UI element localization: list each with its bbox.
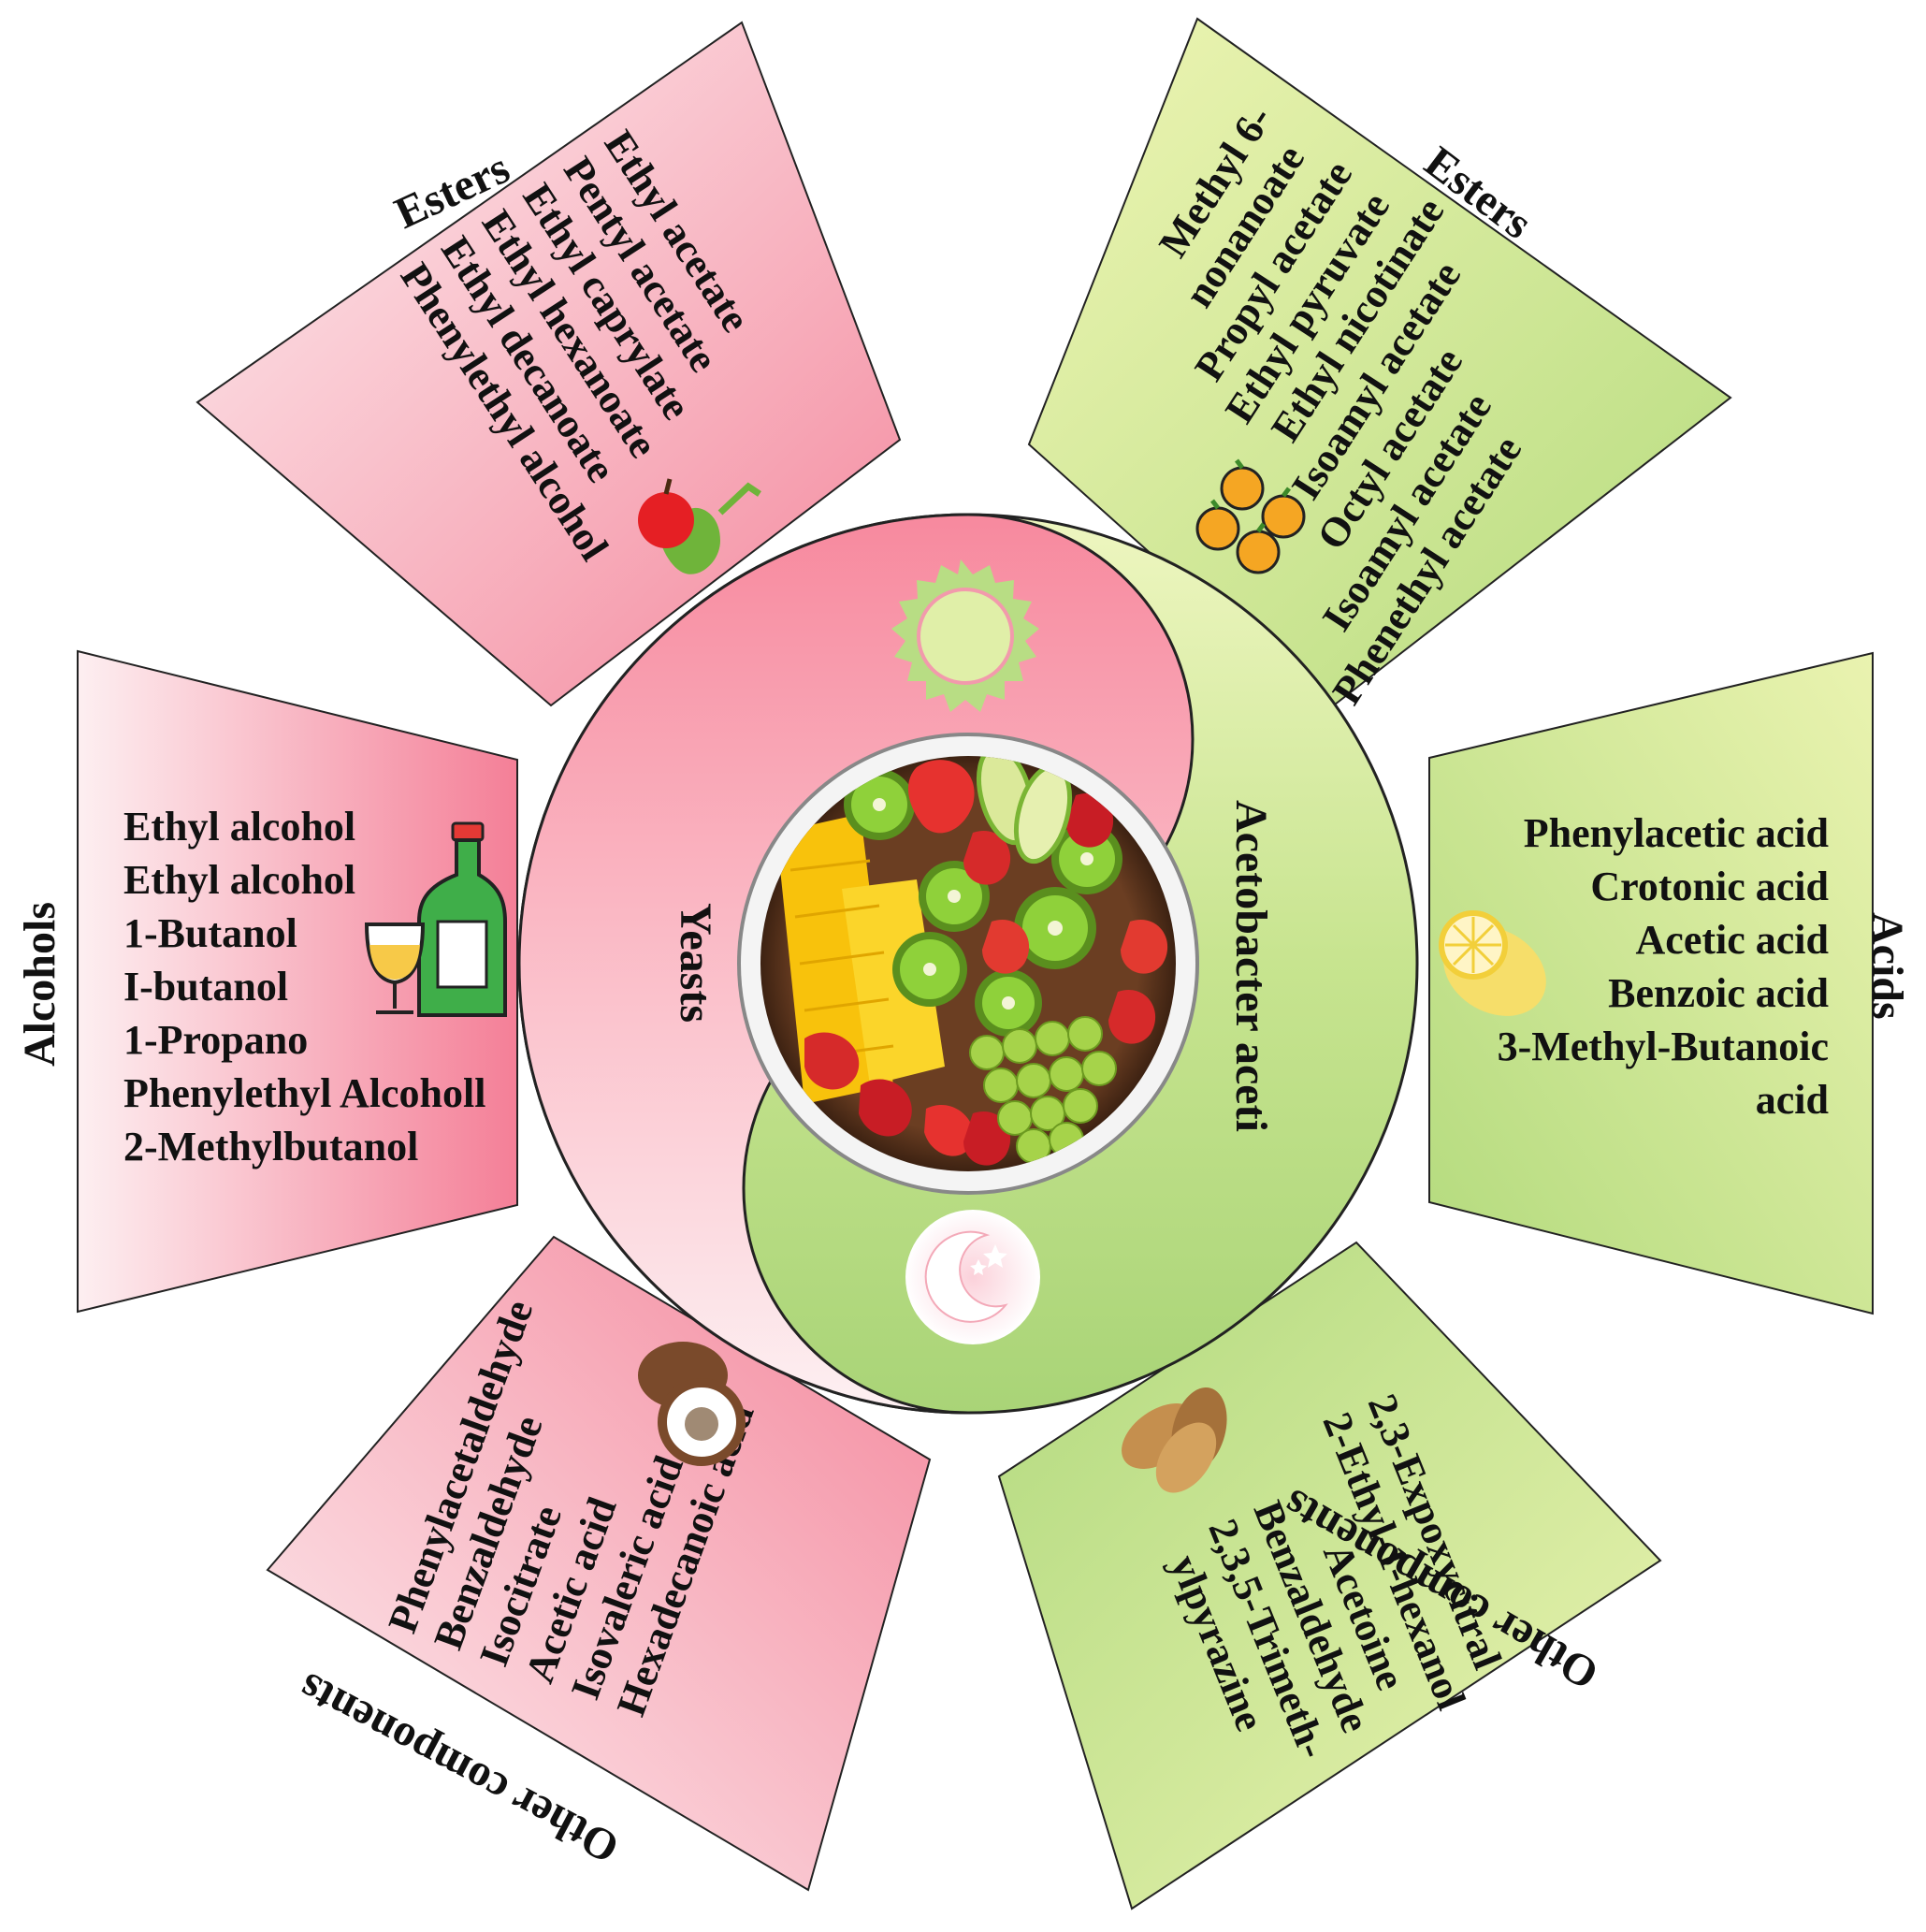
apple-and-pear-icon: [638, 478, 761, 574]
list-item: 2-Methylbutanol: [123, 1124, 418, 1169]
list-item: 3-Methyl-Butanoic: [1498, 1024, 1829, 1069]
list-item: 1-Butanol: [123, 910, 297, 956]
oranges-icon: [1195, 458, 1306, 574]
wine-bottle-and-glass-icon: [364, 821, 507, 1017]
list-item: Phenylacetic acid: [1524, 810, 1829, 856]
strawberries: [804, 760, 1168, 1166]
almonds-icon: [1122, 1387, 1227, 1493]
lemon-icon: [1439, 910, 1546, 1016]
list-item: Ethyl alcohol: [123, 804, 355, 850]
list-item: 1-Propano: [123, 1017, 308, 1063]
fruit-bowl-image: [737, 733, 1199, 1195]
list-item: acid: [1756, 1077, 1829, 1123]
panel-yeast-esters: Esters Ethyl acetate Pentyl acetate Ethy…: [195, 21, 902, 707]
panel-yeast-alcohols: Alcohols Ethyl alcohol Ethyl alcohol 1-B…: [15, 649, 518, 1314]
panel-heading: Alcohols: [15, 902, 65, 1067]
sun-icon: [891, 559, 1039, 712]
kiwi-slices: [844, 769, 1122, 1037]
moon-and-stars-icon: [905, 1210, 1040, 1344]
yeasts-label: Yeasts: [671, 903, 720, 1023]
panel-items: Ethyl acetate Pentyl acetate Ethyl capry…: [392, 123, 760, 569]
panel-items: Ethyl alcohol Ethyl alcohol 1-Butanol I-…: [123, 804, 485, 1169]
list-item: Acetic acid: [1636, 917, 1829, 963]
apple-slices: [977, 756, 1072, 864]
panel-aceti-acids: Acids Phenylacetic acid Crotonic acid Ac…: [1428, 651, 1912, 1315]
panel-aceti-esters: Esters Methyl 6- nonanoate Propyl acetat…: [1027, 17, 1732, 713]
panel-heading: Acids: [1862, 912, 1912, 1020]
list-item: I-butanol: [123, 964, 288, 1010]
list-item: Benzoic acid: [1608, 970, 1829, 1016]
panel-aceti-other: Other components 2,3-Expoxycitral 2-Ethy…: [997, 1241, 1662, 1910]
panel-items: Phenylacetic acid Crotonic acid Acetic a…: [1498, 810, 1829, 1123]
list-item: Phenylethyl Alcoholl: [123, 1070, 485, 1116]
list-item: Crotonic acid: [1590, 864, 1829, 909]
grapes: [969, 1016, 1117, 1164]
coconut-icon: [638, 1342, 746, 1466]
list-item: Ethyl alcohol: [123, 857, 355, 903]
acetobacter-label: Acetobacter aceti: [1226, 800, 1276, 1132]
